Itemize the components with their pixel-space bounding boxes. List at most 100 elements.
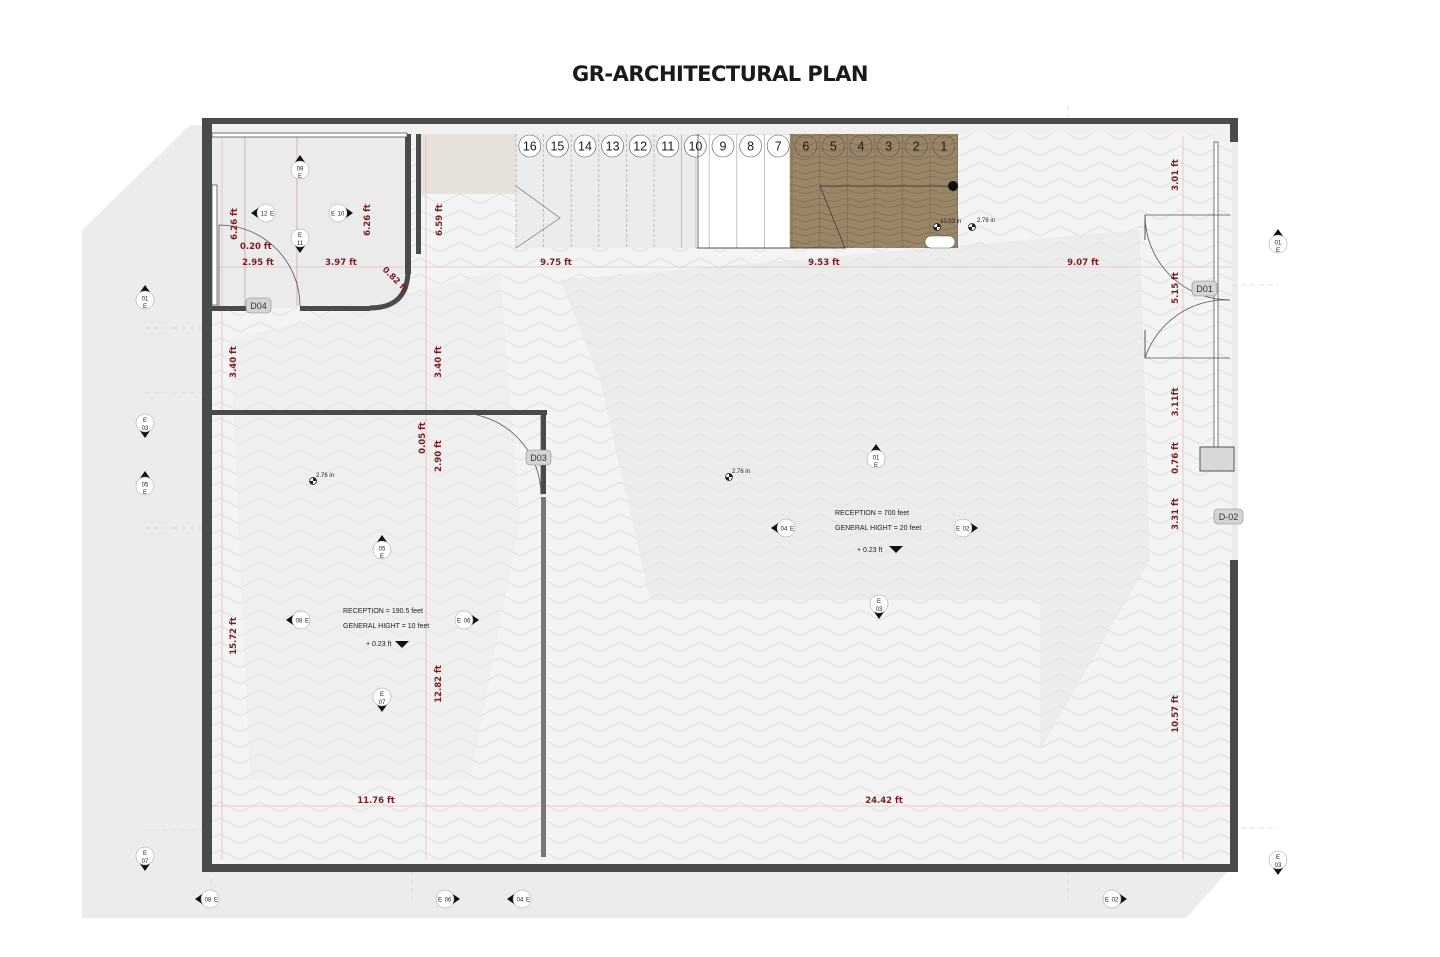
elevation-marker: 01E <box>866 444 886 469</box>
elevation-marker: 03E <box>869 594 889 619</box>
marker-code: E <box>1276 248 1280 254</box>
reception-area: RECEPTION = 700 feet <box>835 510 909 517</box>
marker-number: 07 <box>142 859 149 865</box>
marker-number: 02 <box>963 527 970 533</box>
marker-code: E <box>1105 898 1109 904</box>
marker-circle <box>512 889 532 909</box>
storage-window-left <box>211 184 218 306</box>
marker-code: E <box>298 174 302 180</box>
marker-code: E <box>1276 855 1280 861</box>
elevation-marker: 03E <box>1268 850 1288 875</box>
spot-label: 2.76 in <box>732 469 750 475</box>
stair-step-circle <box>656 134 680 158</box>
stair-step-circle <box>849 134 873 158</box>
storage-wall-bottom-left <box>212 306 247 311</box>
marker-code: E <box>526 898 530 904</box>
storage-room <box>212 136 408 308</box>
marker-number: 08 <box>296 619 303 625</box>
spot-level-symbol: 2.76 in <box>725 469 750 481</box>
marker-code: E <box>956 527 960 533</box>
dimension-label: 3.40 ft <box>434 346 444 378</box>
door-tag-d03: D03 <box>525 449 552 466</box>
stair-step-circle <box>739 134 762 158</box>
marker-circle <box>776 518 796 538</box>
dimension-label: 0.05 ft <box>418 422 428 454</box>
marker-number: 12 <box>261 212 268 218</box>
marker-circle <box>372 540 392 560</box>
marker-code: E <box>143 418 147 424</box>
wall-left <box>202 118 212 870</box>
dimension-label: 9.53 ft <box>808 258 840 268</box>
stair-step-circle <box>601 134 624 158</box>
reception-area: RECEPTION = 190.5 feet <box>343 608 423 615</box>
level-triangle <box>889 546 903 553</box>
elevation-marker: 10E <box>328 203 353 223</box>
marker-number: 04 <box>781 527 788 533</box>
stair-step-number: 8 <box>747 140 754 154</box>
door-label: D01 <box>1196 284 1213 294</box>
wall-bottom <box>202 864 1238 872</box>
spot-label: 10.53 in <box>940 219 961 225</box>
marker-number: 03 <box>142 426 149 432</box>
wall-top-inner <box>208 124 1212 134</box>
marker-number: 10 <box>338 212 345 218</box>
elevation-marker: 01E <box>135 285 155 310</box>
dimension-label: 6.59 ft <box>435 204 445 236</box>
floor-level: + 0.23 ft <box>857 547 883 554</box>
marker-code: E <box>298 233 302 239</box>
stair-step-number: 1 <box>940 140 947 154</box>
stair-step-number: 14 <box>578 140 592 154</box>
general-height: GENERAL HIGHT = 20 feet <box>835 525 921 532</box>
dimension-label: 9.07 ft <box>1067 258 1099 268</box>
grid-lines <box>145 105 1278 900</box>
spot-level-symbol: 2.76 in <box>968 218 995 231</box>
stair-step-circle <box>904 134 928 158</box>
marker-circle <box>953 518 973 538</box>
dimension-label: 11.76 ft <box>357 796 395 806</box>
stair-nosing <box>924 235 956 249</box>
marker-circle <box>135 846 155 866</box>
stair-step-circle <box>822 134 845 158</box>
marker-circle <box>1268 234 1288 254</box>
marker-code: E <box>380 554 384 560</box>
stair-step-circle <box>711 134 735 158</box>
dimension-label: 15.72 ft <box>229 617 239 655</box>
stair-step-number: 10 <box>688 140 702 154</box>
marker-circle <box>256 203 276 223</box>
room-note-small: RECEPTION = 190.5 feet GENERAL HIGHT = 1… <box>343 608 429 648</box>
stair-step-circle <box>628 134 652 158</box>
elevation-marker: 01E <box>1268 229 1288 254</box>
floor-level: + 0.23 ft <box>366 641 392 648</box>
general-height: GENERAL HIGHT = 10 feet <box>343 623 429 630</box>
stair-step-circle <box>573 134 597 158</box>
elevation-marker: 07E <box>135 846 155 871</box>
marker-code: E <box>438 898 442 904</box>
marker-circle <box>1268 850 1288 870</box>
light-band <box>560 230 1150 750</box>
dimension-label: 2.95 ft <box>242 258 274 268</box>
dimension-guides <box>212 136 1232 860</box>
stair-run-wood <box>790 134 958 248</box>
marker-number: 02 <box>1112 898 1119 904</box>
marker-code: E <box>143 304 147 310</box>
marker-number: 01 <box>1275 241 1282 247</box>
stair-step-number: 9 <box>720 140 727 154</box>
stair-step-number: 6 <box>802 140 809 154</box>
marker-circle <box>290 160 310 180</box>
door-tag-d01: D01 <box>1191 280 1218 297</box>
elevation-marker: 05E <box>135 471 155 496</box>
door-tag-d04: D04 <box>245 297 272 314</box>
door-label: D04 <box>250 301 267 311</box>
stair-step-number: 12 <box>633 140 647 154</box>
wall-right-lower <box>1230 560 1238 872</box>
dimension-label: 3.40 ft <box>229 346 239 378</box>
dimension-label: 0.76 ft <box>1171 442 1181 474</box>
wall-pier <box>1199 446 1235 472</box>
marker-number: 08 <box>205 898 212 904</box>
room-note-large: RECEPTION = 700 feet GENERAL HIGHT = 20 … <box>835 510 921 554</box>
marker-circle <box>454 610 474 630</box>
storage-wall-curve <box>369 269 411 311</box>
stair-step-circle <box>546 134 569 158</box>
